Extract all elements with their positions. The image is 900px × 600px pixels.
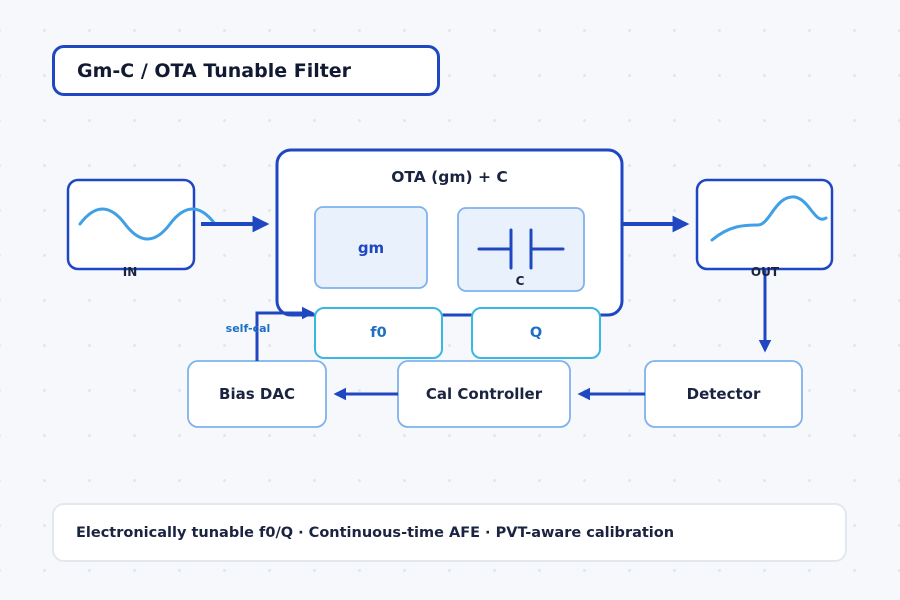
capacitor-icon xyxy=(477,228,565,270)
q-label: Q xyxy=(529,325,543,341)
cap-box xyxy=(457,207,585,292)
diagram-title: Gm-C / OTA Tunable Filter xyxy=(52,45,440,96)
in-label: IN xyxy=(122,265,138,279)
f0-label: f0 xyxy=(370,325,387,341)
in-box xyxy=(66,178,196,271)
gm-box xyxy=(314,206,428,289)
out-box xyxy=(695,178,834,271)
out-label: OUT xyxy=(750,265,780,279)
output-wave xyxy=(710,195,828,242)
arrow-bias-to-ota xyxy=(255,306,315,361)
self-cal-label: self-cal xyxy=(225,322,271,335)
cal-controller-label: Cal Controller xyxy=(425,385,543,403)
footer-caption: Electronically tunable f0/Q · Continuous… xyxy=(52,503,847,562)
cap-label: C xyxy=(515,274,525,288)
q-box xyxy=(471,307,601,359)
input-sine-wave xyxy=(78,207,217,241)
ota-label: OTA (gm) + C xyxy=(391,168,508,186)
f0-box xyxy=(314,307,443,359)
gm-label: gm xyxy=(357,239,385,257)
detector-label: Detector xyxy=(686,385,761,403)
bias-dac-label: Bias DAC xyxy=(219,385,295,403)
